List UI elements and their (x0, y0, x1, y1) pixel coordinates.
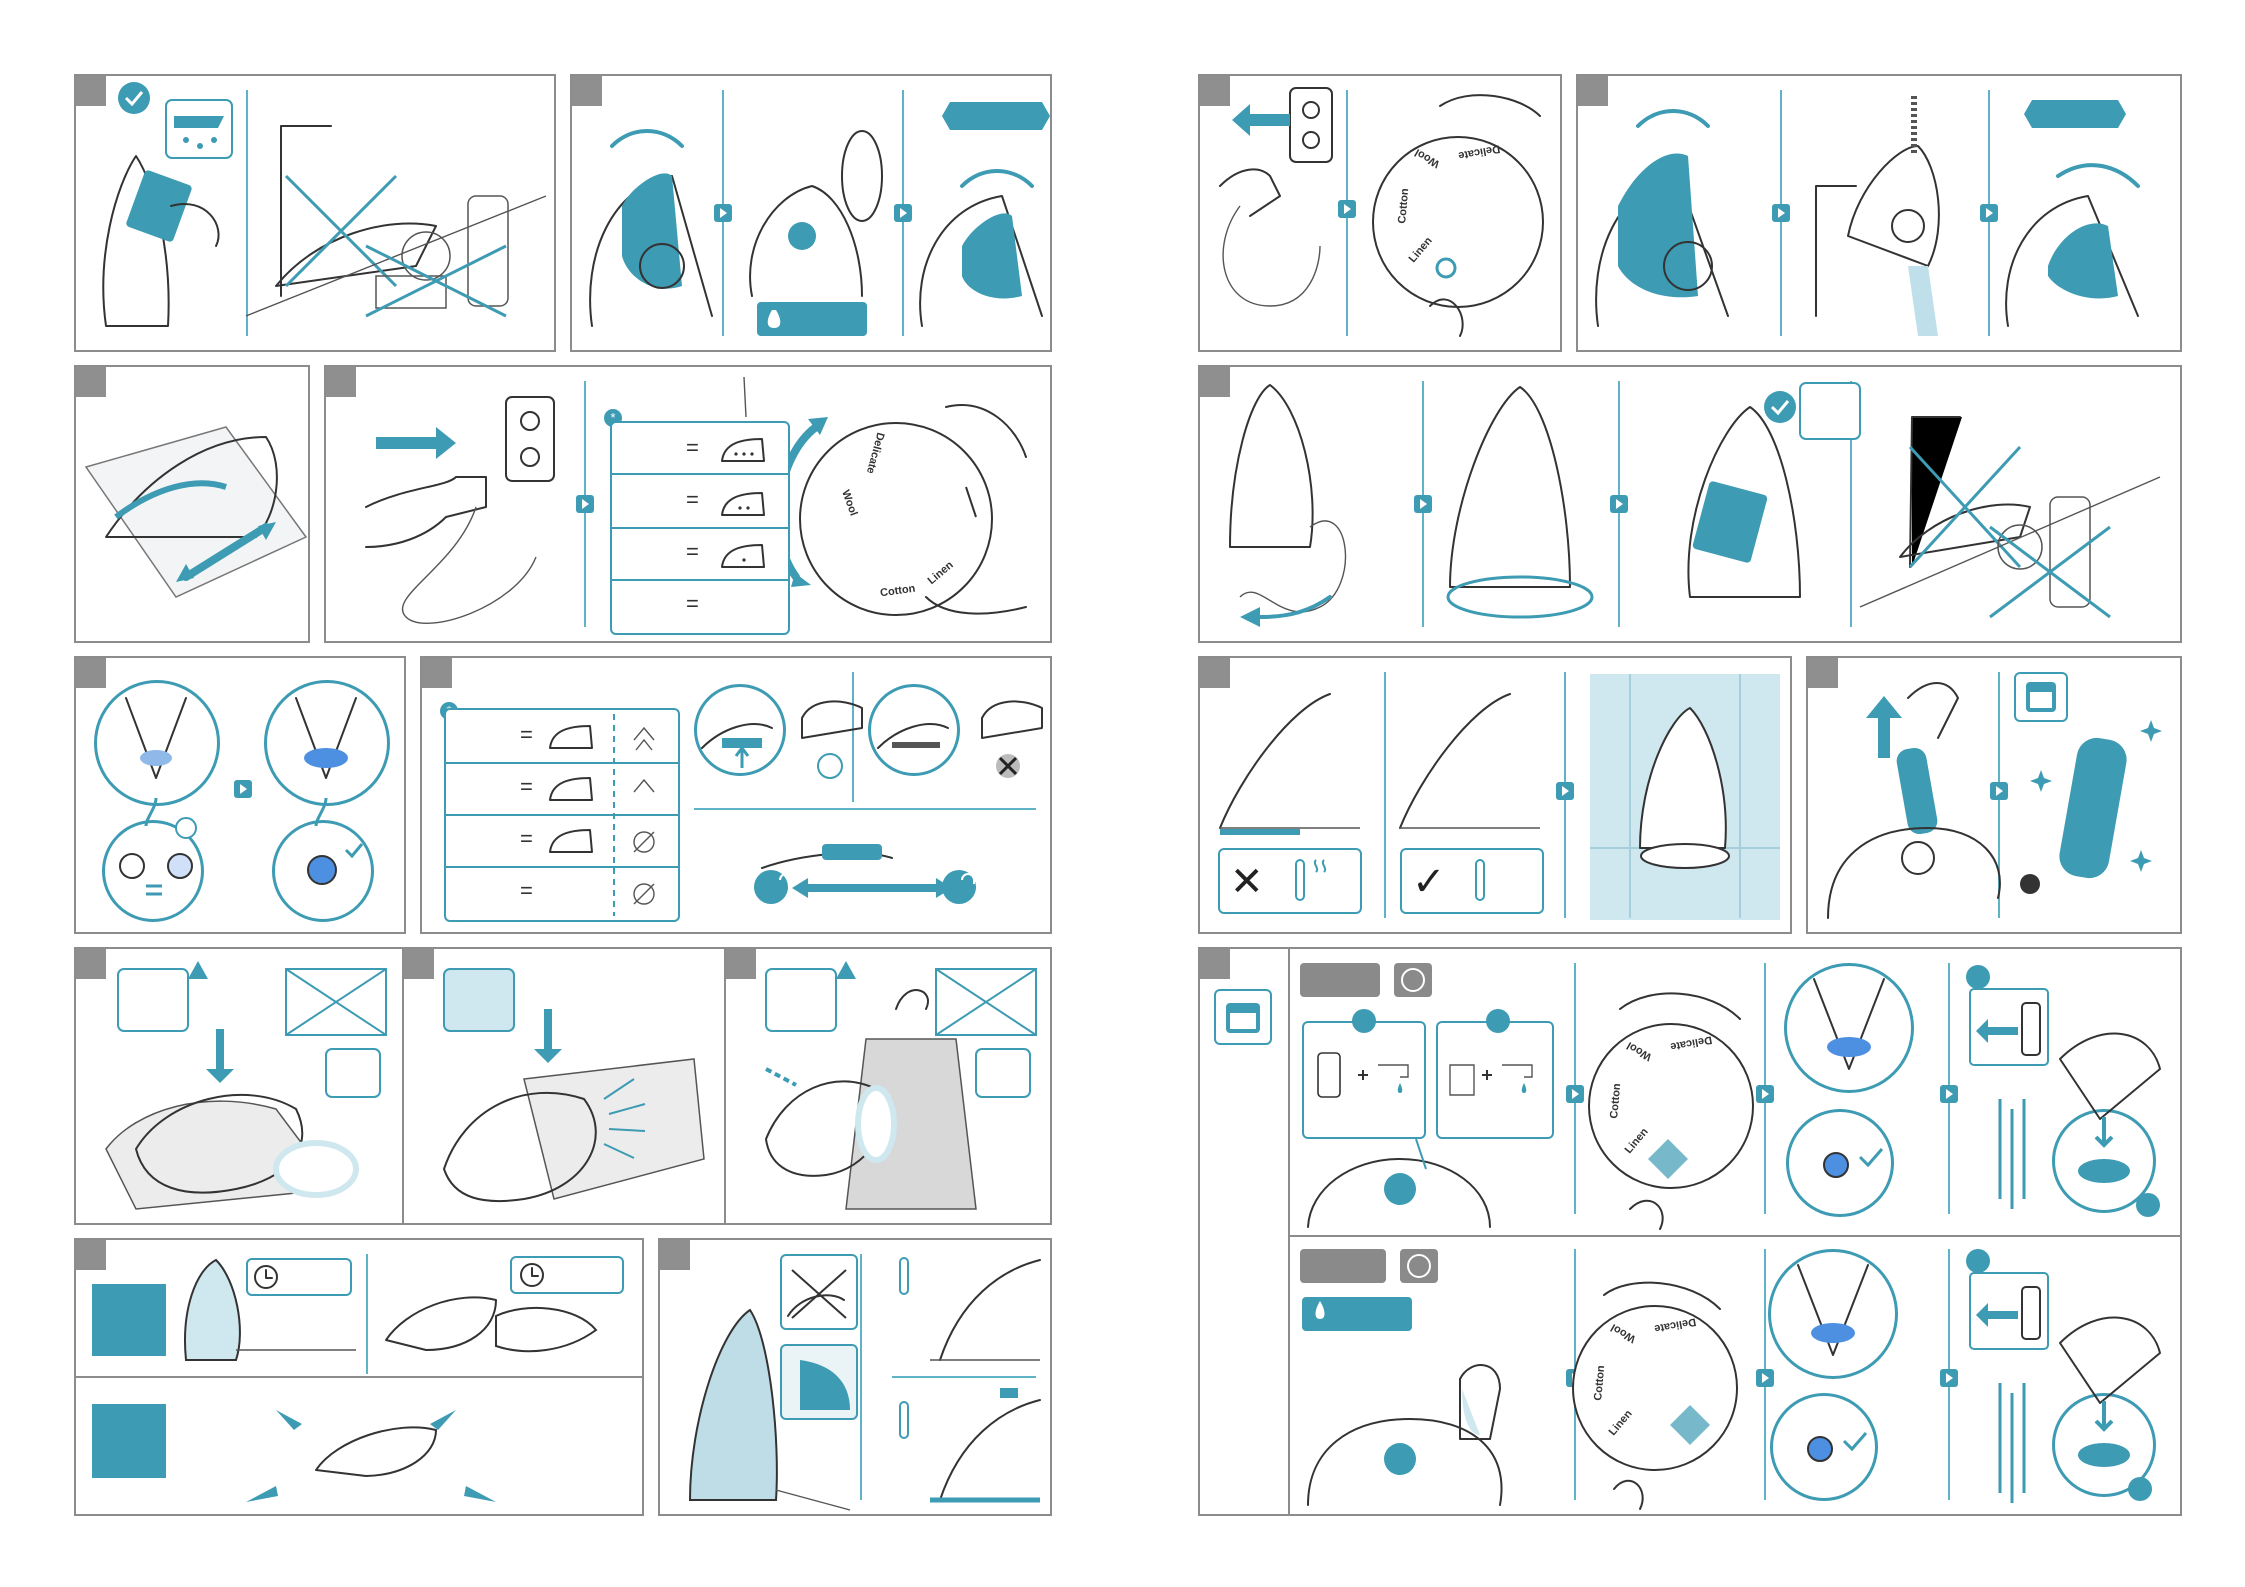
step-panel-clean-soleplate (74, 74, 556, 352)
cool-store-illustration (1200, 367, 2182, 643)
steam-burst-horizontal-illustration (76, 949, 404, 1225)
cartridge-illustration (1808, 658, 2182, 934)
step-panel-cool-and-store (1198, 365, 2182, 643)
unplug-illustration (1200, 76, 1562, 352)
auto-off-illustration (76, 1240, 644, 1516)
step-panel-auto-off (74, 1238, 644, 1516)
step-panel-steam-burst-cloth (402, 947, 726, 1225)
step-panel-storage-cool (658, 1238, 1052, 1516)
steam-burst-cloth-illustration (404, 949, 726, 1225)
step-panel-descale-procedure: Cotton Linen Wool Delicate Cotton Linen … (1198, 947, 2182, 1516)
step-panel-vertical-steam (724, 947, 1052, 1225)
step-panel-light-indicator (74, 656, 406, 934)
empty-tank-illustration (1578, 76, 2182, 352)
vertical-steam-illustration (726, 949, 1052, 1225)
steam-lock-illustration (422, 658, 1052, 934)
step-panel-fill-tank (570, 74, 1052, 352)
descale-illustration (1200, 949, 2182, 1516)
storage-cool-illustration (660, 1240, 1052, 1516)
step-panel-unplug-and-dial: Cotton Linen Wool Delicate (1198, 74, 1562, 352)
step-panel-anticalc-cartridge (1806, 656, 2182, 934)
step-panel-plug-and-select: Cotton Linen Wool Delicate * = = = = (324, 365, 1052, 643)
soleplate-wipe-illustration (76, 76, 556, 352)
step-panel-steam-burst-horizontal (74, 947, 404, 1225)
step-panel-steam-control: * = = = = (420, 656, 1052, 934)
step-panel-ironing-motion (74, 365, 310, 643)
cool-storage-illustration (1200, 658, 1792, 934)
light-indicator-illustration (76, 658, 406, 934)
step-panel-cool-storage: ✕ ✓ (1198, 656, 1792, 934)
iron-temperature-icons (612, 423, 788, 633)
temperature-settings-table: = = = = (610, 421, 790, 635)
ironing-on-cloth-illustration (76, 367, 310, 643)
tank-lid-illustration (572, 76, 1052, 352)
step-panel-empty-tank (1576, 74, 2182, 352)
